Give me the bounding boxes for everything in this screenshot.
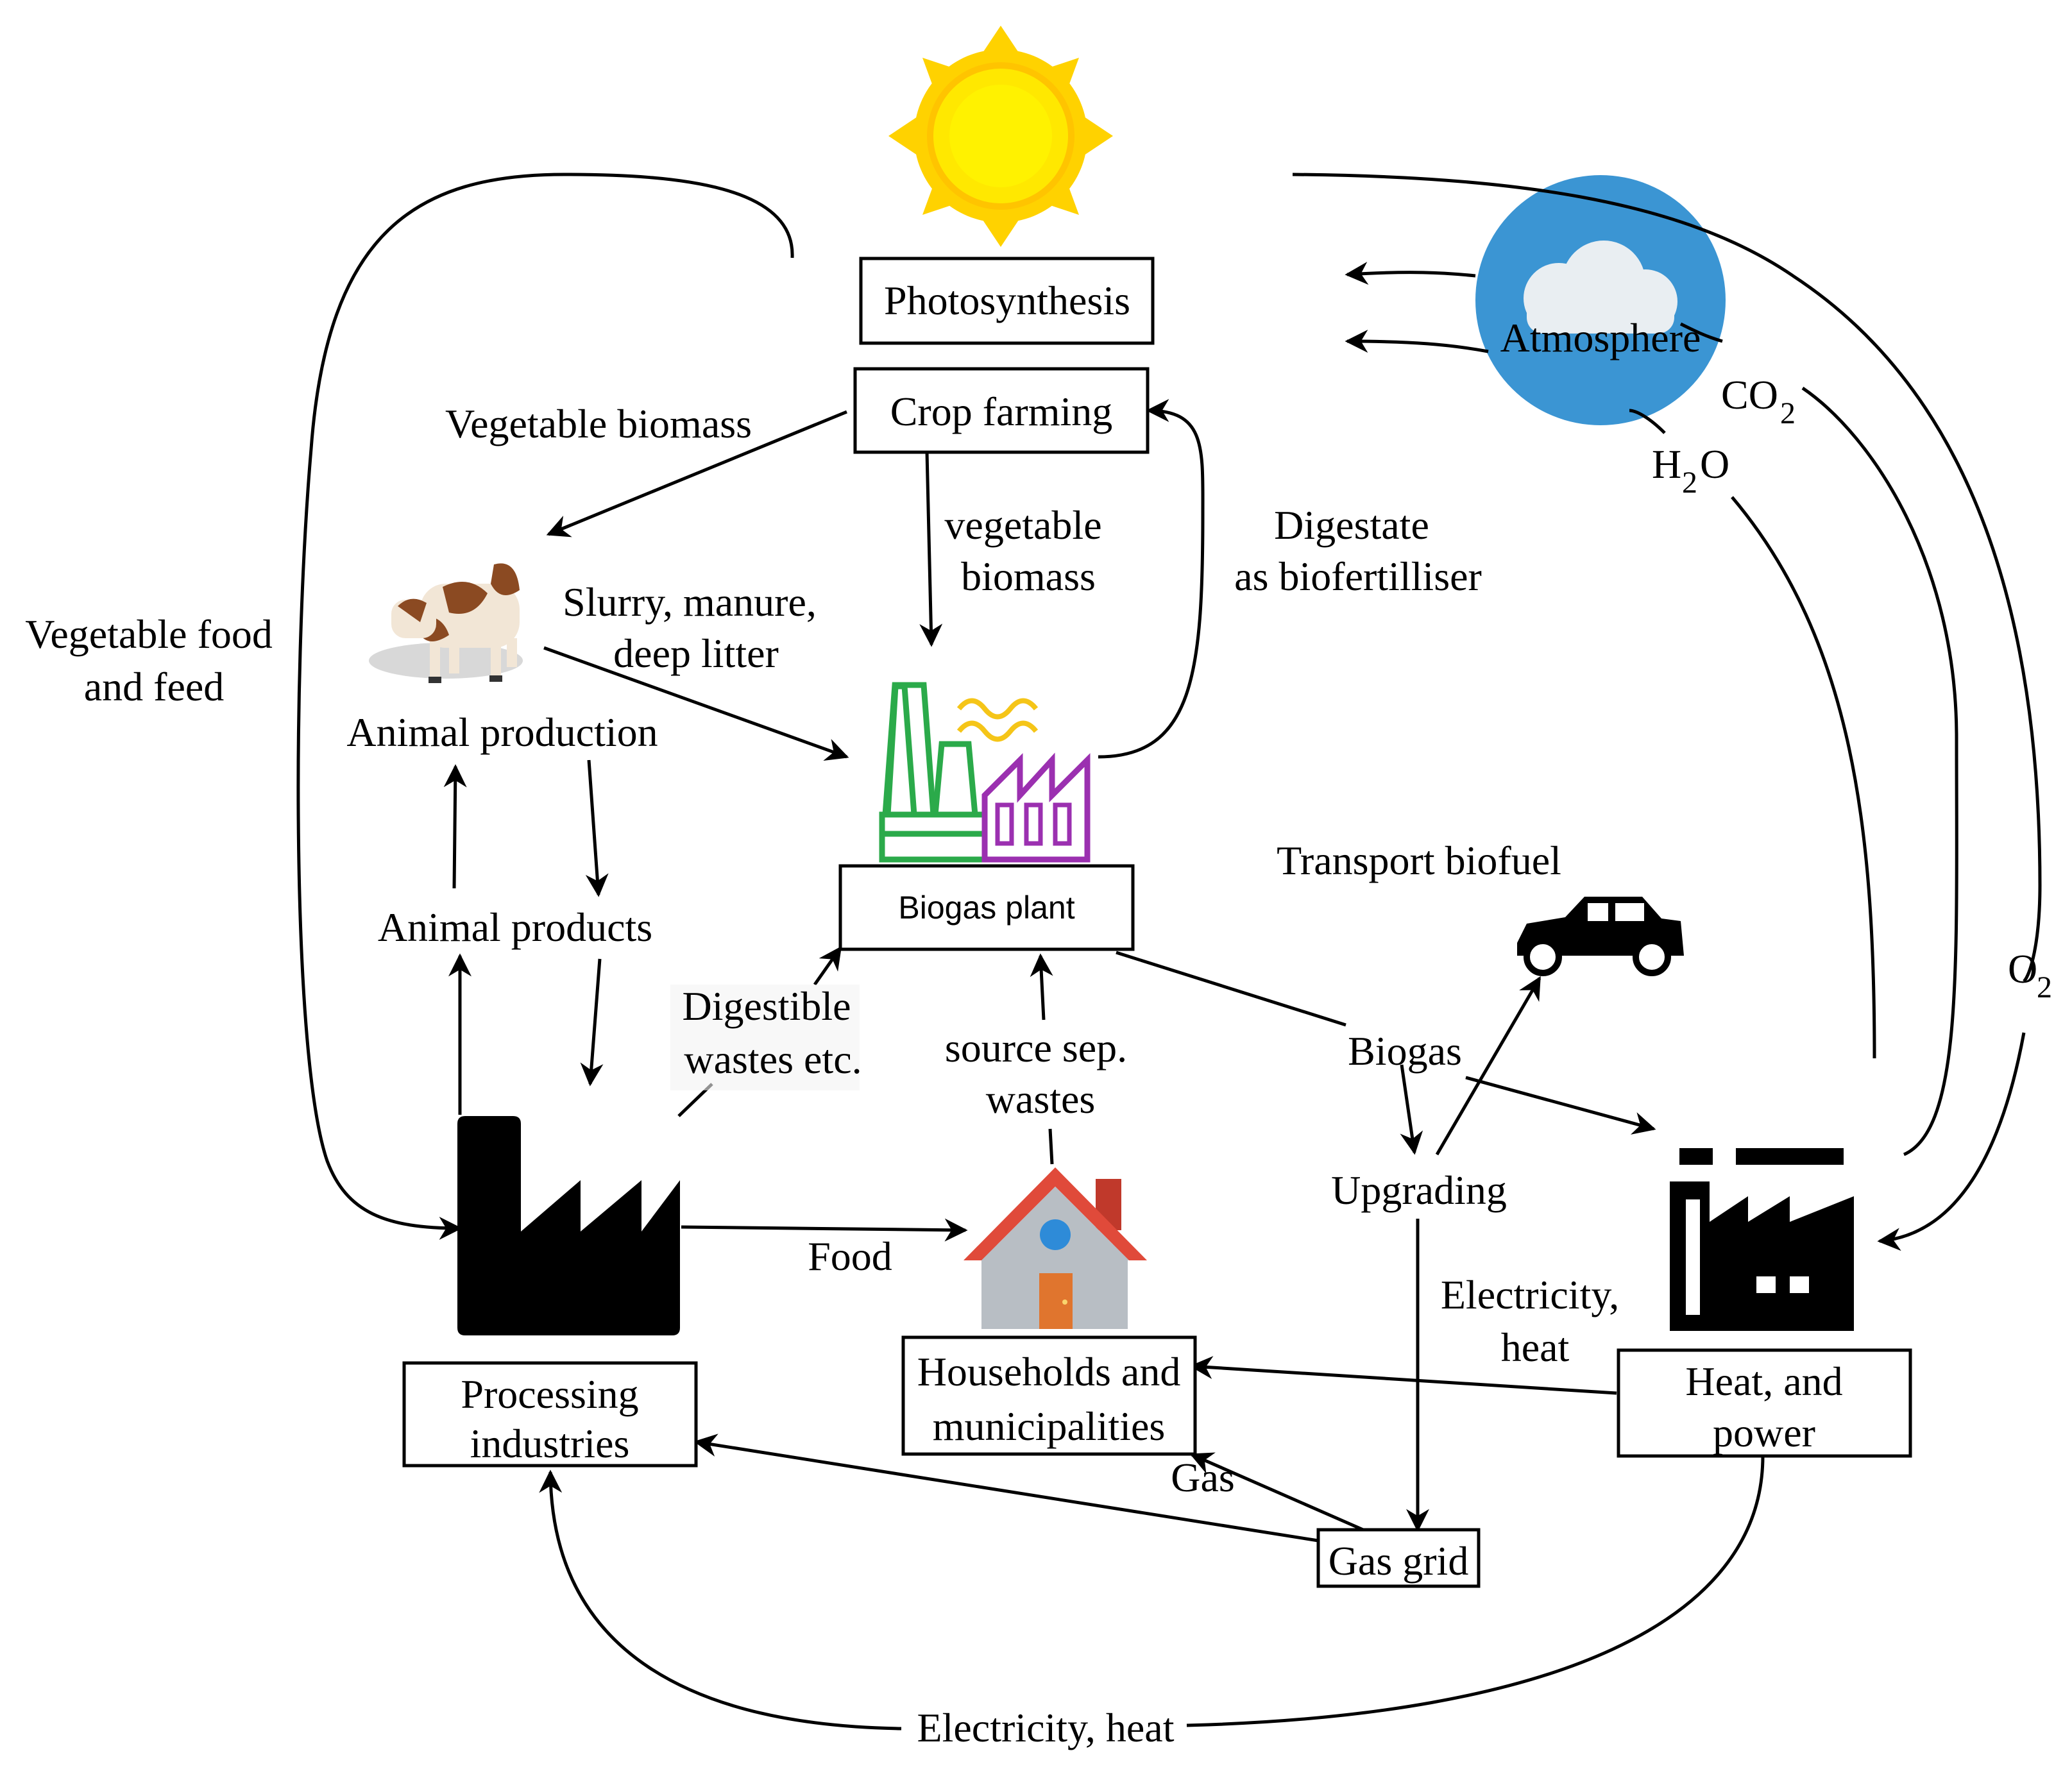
households-label-1: Households and [917, 1349, 1181, 1394]
gas-label: Gas [1171, 1455, 1235, 1500]
cloud-icon [1524, 241, 1677, 334]
atmosphere-label: Atmosphere [1500, 315, 1701, 360]
digestate-label-1: Digestate [1274, 502, 1429, 548]
animal-products-label: Animal products [378, 904, 652, 950]
svg-text:CO: CO [1721, 372, 1778, 418]
svg-text:H: H [1652, 441, 1681, 487]
sun-icon [888, 26, 1113, 247]
node-boxes [402, 257, 1912, 1588]
upgrading-label: Upgrading [1331, 1167, 1507, 1213]
svg-text:O: O [2008, 946, 2037, 992]
processing-industries-box [402, 1361, 698, 1468]
source-sep-label-1: source sep. [945, 1025, 1127, 1071]
processing-factory-icon [457, 1116, 680, 1335]
svg-text:2: 2 [1682, 466, 1697, 500]
svg-text:2: 2 [1780, 396, 1796, 430]
transport-biofuel-label: Transport biofuel [1277, 838, 1561, 883]
electricity-heat-right-1: Electricity, [1441, 1272, 1619, 1317]
h2o-label: H 2 O [1652, 441, 1729, 500]
households-box [901, 1335, 1197, 1456]
o2-label: O 2 [2008, 946, 2052, 1004]
digestible-wastes-label-2: wastes etc. [684, 1037, 862, 1082]
food-label: Food [808, 1233, 892, 1279]
electricity-heat-bottom-label: Electricity, heat [917, 1705, 1175, 1750]
processing-industries-label-1: Processing [461, 1371, 638, 1417]
animal-production-label: Animal production [346, 709, 658, 755]
biogas-factory-icon [879, 682, 1091, 863]
source-sep-label-2: wastes [986, 1076, 1096, 1122]
heat-power-label-1: Heat, and [1685, 1358, 1842, 1404]
heat-power-label-2: power [1713, 1410, 1815, 1455]
vegetable-biomass-label: Vegetable biomass [445, 401, 752, 446]
processing-industries-label-2: industries [470, 1421, 630, 1466]
heat-power-box [1617, 1348, 1912, 1458]
atmosphere-circle [1475, 175, 1726, 425]
gas-grid-label: Gas grid [1329, 1538, 1469, 1584]
households-label-2: municipalities [933, 1403, 1166, 1449]
vegetable-food-label-1: Vegetable food [25, 611, 273, 657]
biogas-plant-box [838, 864, 1135, 951]
biogas-plant-label: Biogas plant [898, 890, 1074, 926]
photosynthesis-box [859, 257, 1155, 345]
gas-grid-box [1316, 1528, 1481, 1588]
svg-text:O: O [1700, 441, 1729, 487]
crop-farming-label: Crop farming [890, 389, 1113, 434]
electricity-heat-right-2: heat [1501, 1325, 1570, 1370]
vegetable-food-label-2: and feed [84, 664, 225, 709]
svg-text:2: 2 [2037, 970, 2052, 1004]
co2-label: CO 2 [1721, 372, 1796, 430]
vegetable-biomass-lower-1: vegetable [944, 502, 1101, 548]
crop-farming-box [853, 367, 1150, 454]
biogas-label: Biogas [1348, 1028, 1462, 1074]
car-icon [1517, 897, 1684, 976]
photosynthesis-label: Photosynthesis [884, 278, 1130, 323]
slurry-label-1: Slurry, manure, [563, 579, 817, 625]
slurry-label-2: deep litter [613, 631, 779, 676]
house-icon [964, 1167, 1147, 1329]
vegetable-biomass-lower-2: biomass [961, 554, 1096, 599]
power-plant-icon [1670, 1148, 1854, 1331]
connector-arrows [296, 173, 2042, 1731]
digestible-wastes-label-1: Digestible [682, 983, 851, 1029]
digestate-label-2: as biofertilliser [1234, 554, 1482, 599]
cow-icon [369, 563, 523, 683]
